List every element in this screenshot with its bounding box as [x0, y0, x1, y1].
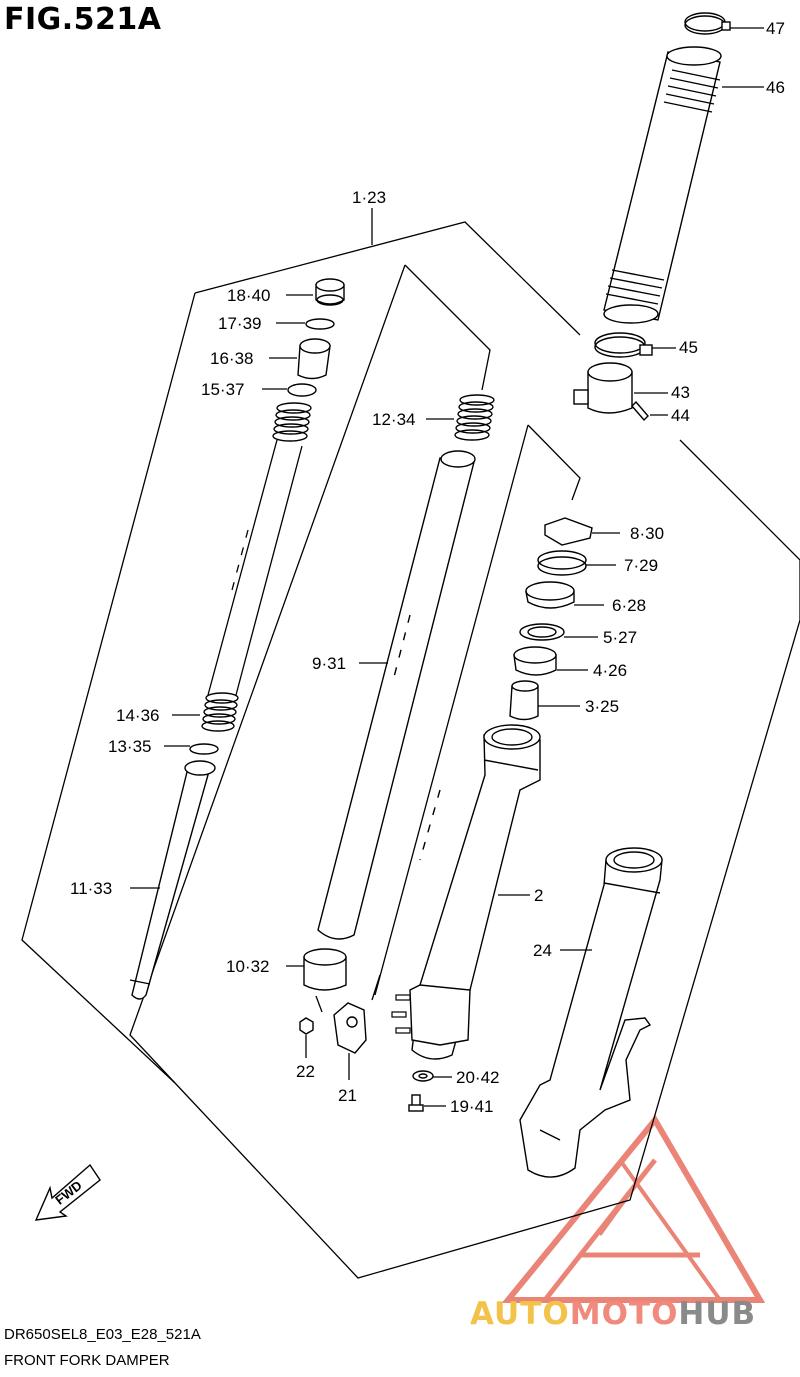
outer-tube-2 [409, 724, 541, 1060]
clamp-45 [594, 332, 653, 358]
figure-title: FIG.521A [4, 2, 162, 37]
label-45: 45 [679, 338, 698, 357]
label-14-36: 14·36 [116, 706, 160, 725]
bushing-10 [303, 948, 347, 991]
label-22: 22 [296, 1062, 315, 1081]
bolt-19 [408, 1094, 424, 1112]
spring-rod [207, 439, 303, 696]
label-20-42: 20·42 [456, 1068, 500, 1087]
label-47: 47 [766, 19, 785, 38]
label-6-28: 6·28 [612, 596, 647, 615]
oil-seal-6 [525, 581, 575, 609]
nut-22 [299, 1017, 314, 1035]
spring-14 [201, 692, 239, 732]
washer-5 [519, 623, 565, 641]
bushing-4 [513, 646, 557, 676]
washer-13 [189, 743, 219, 755]
fwd-arrow-icon [34, 1163, 101, 1221]
inner-tube-9 [317, 450, 476, 940]
cap-bolt-18 [315, 278, 345, 306]
label-1-23: 1·23 [352, 188, 387, 207]
spacer-16 [297, 338, 331, 380]
seal-8 [544, 517, 593, 546]
spring-upper-left [272, 402, 312, 442]
label-19-41: 19·41 [450, 1097, 494, 1116]
label-46: 46 [766, 78, 785, 97]
label-21: 21 [338, 1086, 357, 1105]
label-17-39: 17·39 [218, 314, 262, 333]
outer-tube-24 [519, 847, 663, 1178]
diagram-code: DR650SEL8_E03_E28_521A [4, 1326, 201, 1343]
label-18-40: 18·40 [227, 286, 271, 305]
studs [391, 994, 411, 1034]
o-ring-17 [305, 318, 335, 330]
label-11-33: 11·33 [70, 879, 113, 898]
label-9-31: 9·31 [312, 654, 347, 673]
label-12-34: 12·34 [372, 410, 416, 429]
label-24: 24 [533, 941, 552, 960]
bracket-21 [333, 1002, 367, 1054]
label-13-35: 13·35 [108, 737, 152, 756]
watermark-text: AUTOMOTOHUB [470, 1296, 757, 1332]
fork-guide-43 [573, 362, 633, 414]
diagram-name: FRONT FORK DAMPER [4, 1352, 170, 1369]
clamp-47 [684, 12, 731, 35]
label-7-29: 7·29 [624, 556, 659, 575]
washer-20 [412, 1070, 434, 1082]
upper-tube-outline [374, 424, 581, 996]
label-43: 43 [671, 383, 690, 402]
label-16-38: 16·38 [210, 349, 254, 368]
label-44: 44 [671, 406, 690, 425]
fork-boot-46 [603, 46, 722, 324]
watermark-logo [501, 1114, 766, 1303]
label-2: 2 [534, 886, 544, 905]
label-4-26: 4·26 [593, 661, 628, 680]
spring-12 [454, 394, 495, 441]
label-15-37: 15·37 [201, 380, 245, 399]
label-8-30: 8·30 [630, 524, 665, 543]
bushing-3 [509, 680, 539, 721]
damper-rod-11 [129, 760, 216, 1000]
dust-seal-7 [537, 550, 587, 576]
label-5-27: 5·27 [603, 628, 638, 647]
washer-15 [287, 383, 317, 397]
assembly-outline [21, 208, 800, 1279]
label-3-25: 3·25 [585, 697, 620, 716]
bolt-44 [631, 400, 649, 422]
label-10-32: 10·32 [226, 957, 270, 976]
